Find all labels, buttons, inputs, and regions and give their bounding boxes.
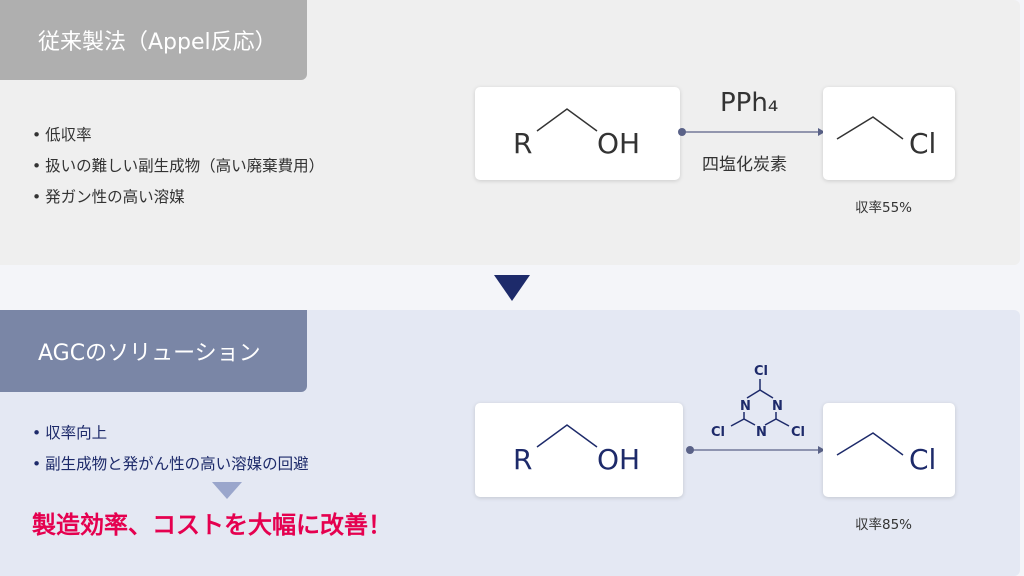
reactant-r: R <box>513 443 532 476</box>
reactant-oh: OH <box>597 127 640 160</box>
bullet: 発ガン性の高い溶媒 <box>32 182 324 213</box>
conventional-bullets: 低収率 扱いの難しい副生成物（高い廃棄費用） 発ガン性の高い溶媒 <box>32 120 324 213</box>
reactant-box: R OH <box>475 403 683 497</box>
yield-label: 収率55% <box>855 200 913 216</box>
svg-text:Cl: Cl <box>791 425 805 440</box>
svg-text:N: N <box>756 425 767 440</box>
product-cl: Cl <box>909 443 936 476</box>
svg-text:Cl: Cl <box>711 425 725 440</box>
down-arrow-icon <box>212 482 242 499</box>
reagent-pph4: PPh₄ <box>720 88 779 118</box>
reactant-r: R <box>513 127 532 160</box>
agc-bullets: 収率向上 副生成物と発がん性の高い溶媒の回避 <box>32 418 309 480</box>
bullet: 収率向上 <box>32 418 309 449</box>
solvent-label: 四塩化炭素 <box>702 155 787 175</box>
conclusion-text: 製造効率、コストを大幅に改善！ <box>32 511 392 539</box>
svg-text:N: N <box>740 399 751 414</box>
bullet: 低収率 <box>32 120 324 151</box>
agc-title: AGCのソリューション <box>0 310 307 392</box>
bullet: 扱いの難しい副生成物（高い廃棄費用） <box>32 151 324 182</box>
svg-text:N: N <box>772 399 783 414</box>
conventional-title: 従来製法（Appel反応） <box>0 0 307 80</box>
svg-text:Cl: Cl <box>754 364 768 379</box>
product-box: Cl <box>823 403 955 497</box>
reactant-box: R OH <box>475 87 680 180</box>
bullet: 副生成物と発がん性の高い溶媒の回避 <box>32 449 309 480</box>
reaction-arrow <box>686 446 825 454</box>
product-cl: Cl <box>909 127 936 160</box>
cyanuric-chloride-structure: Cl N N N Cl Cl <box>711 364 805 440</box>
reaction-arrow <box>678 128 825 136</box>
agc-panel: AGCのソリューション 収率向上 副生成物と発がん性の高い溶媒の回避 R OH C… <box>0 310 1020 576</box>
yield-label: 収率85% <box>855 517 913 533</box>
conventional-panel: 従来製法（Appel反応） 低収率 扱いの難しい副生成物（高い廃棄費用） 発ガン… <box>0 0 1020 265</box>
down-arrow-icon <box>494 275 530 301</box>
reactant-oh: OH <box>597 443 640 476</box>
product-box: Cl <box>823 87 955 180</box>
